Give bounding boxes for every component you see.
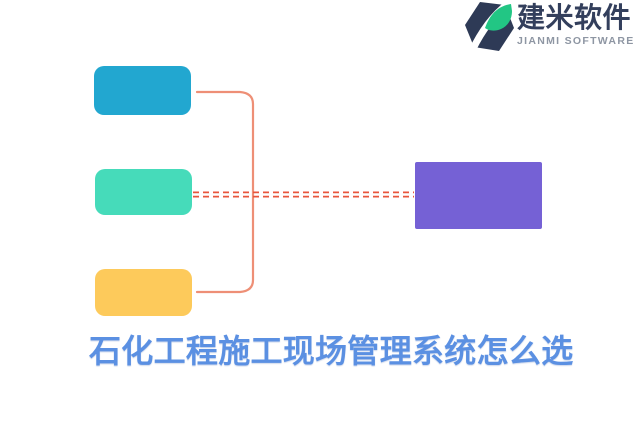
jianmi-logo: 建米软件 JIANMI SOFTWARE bbox=[464, 1, 635, 51]
dashed-connector bbox=[193, 191, 414, 198]
jianmi-logo-icon bbox=[465, 1, 514, 51]
source-box-bottom bbox=[95, 269, 192, 316]
source-box-middle bbox=[95, 169, 192, 215]
source-box-top bbox=[94, 66, 191, 115]
logo-text-block: 建米软件 JIANMI SOFTWARE bbox=[517, 1, 635, 48]
page-title: 石化工程施工现场管理系统怎么选 bbox=[89, 333, 574, 369]
target-box bbox=[415, 162, 542, 229]
bracket-connector bbox=[195, 90, 255, 294]
logo-subtitle: JIANMI SOFTWARE bbox=[517, 35, 635, 47]
logo-name: 建米软件 bbox=[517, 2, 632, 33]
